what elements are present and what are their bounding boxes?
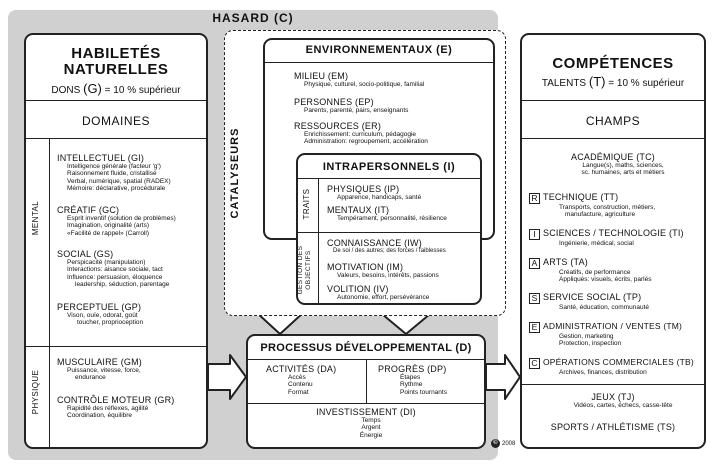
intra-item-volition: VOLITION (IV) Autonomie, effort, persévé… (327, 284, 430, 301)
processus-activites: ACTIVITÉS (DA) Accès Contenu Format (266, 364, 337, 396)
champ-academique: ACADÉMIQUE (TC) Langue(s), maths, scienc… (571, 152, 665, 177)
intra-title: INTRAPERSONNELS (I) (322, 161, 456, 173)
dons-section: DOMAINES (81, 114, 150, 128)
gestion-objectifs-label: GESTION DES OBJECTIFS (297, 245, 312, 295)
intra-item-physiques: PHYSIQUES (IP) Apparence, handicaps, san… (327, 184, 422, 201)
env-item-ressources: RESSOURCES (ER) Enrichissement: curricul… (294, 121, 428, 146)
hasard-title: HASARD (C) (212, 11, 294, 25)
riasec-letter-r: R (529, 193, 540, 204)
arrow-processus-to-competences (485, 354, 521, 400)
processus-column-line (366, 359, 367, 403)
competences-box (520, 33, 706, 449)
arrow-dons-to-processus (207, 354, 247, 400)
competences-subtitle: TALENTS (T) = 10 % supérieur (520, 74, 706, 89)
competences-title: COMPÉTENCES (552, 55, 674, 72)
riasec-letter-c: C (529, 358, 540, 369)
processus-investissement: INVESTISSEMENT (DI) Temps Argent Énergie (316, 407, 416, 439)
env-divider (263, 62, 495, 63)
competences-divider-mid (520, 138, 706, 139)
dons-item-musculaire: MUSCULAIRE (GM) Puissance, vitesse, forc… (57, 357, 143, 382)
processus-progres: PROGRÈS (DP) Étapes Rythme Points tourna… (378, 364, 447, 396)
dons-box (24, 33, 208, 449)
riasec-letter-s: S (529, 293, 540, 304)
dons-item-social: SOCIAL (GS) Perspicacité (manipulation) … (57, 249, 170, 289)
dons-title: HABILETÉS NATURELLES (24, 46, 208, 78)
intra-divider-top (296, 178, 482, 179)
competences-subtitle-letter: (T) (588, 74, 606, 89)
dons-divider-mid (24, 138, 208, 139)
copyright-year: 2008 (502, 440, 516, 447)
competences-subtitle-suffix: = 10 % supérieur (608, 78, 685, 89)
intra-item-motivation: MOTIVATION (IM) Valeurs, besoins, intérê… (327, 262, 439, 279)
processus-divider-bottom (246, 403, 486, 404)
riasec-letter-a: A (529, 258, 540, 269)
mental-label: MENTAL (31, 200, 40, 236)
dons-subtitle-suffix: = 10 % supérieur (104, 85, 181, 96)
processus-title: PROCESSUS DÉVELOPPEMENTAL (D) (260, 342, 472, 354)
champ-sports: SPORTS / ATHLÉTISME (TS) (550, 422, 676, 432)
env-title: ENVIRONNEMENTAUX (E) (305, 44, 453, 56)
dons-title-line1: HABILETÉS (71, 45, 161, 62)
competences-divider-bottom (520, 384, 706, 385)
dons-title-line2: NATURELLES (63, 61, 169, 78)
dons-item-perceptuel: PERCEPTUEL (GP) Vison, ouïe, odorat, goû… (57, 302, 144, 327)
intra-sidebar-line (318, 178, 319, 305)
dons-subtitle-prefix: DONS (51, 85, 81, 96)
dons-item-intellectuel: INTELLECTUEL (GI) Intelligence générale … (57, 153, 171, 193)
dons-subtitle: DONS (G) = 10 % supérieur (24, 81, 208, 96)
intra-box (296, 153, 482, 305)
dons-divider-top (24, 100, 208, 101)
env-item-milieu: MILIEU (EM) Physique, culturel, socio-po… (294, 71, 425, 88)
dons-sidebar-line (49, 138, 50, 449)
dons-subtitle-letter: (G) (83, 81, 102, 96)
dons-item-creatif: CRÉATIF (GC) Esprit inventif (solution d… (57, 205, 176, 237)
intra-item-mentaux: MENTAUX (IT) Tempérament, personnalité, … (327, 205, 447, 222)
dons-item-controle-moteur: CONTRÔLE MOTEUR (GR) Rapidité des réflex… (57, 395, 175, 420)
dons-divider-physique (24, 346, 208, 347)
competences-subtitle-prefix: TALENTS (541, 78, 587, 89)
copyright-mark: © 2008 (491, 439, 515, 448)
champ-jeux: JEUX (TJ) Vidéos, cartes, échecs, casse-… (573, 392, 673, 409)
physique-label: PHYSIQUE (31, 369, 40, 415)
copyright-icon: © (491, 439, 500, 448)
traits-label: TRAITS (302, 188, 311, 220)
competences-section: CHAMPS (585, 114, 641, 128)
riasec-letter-i: I (529, 229, 540, 240)
riasec-letter-e: E (529, 322, 540, 333)
intra-item-connaissance: CONNAISSANCE (IW) De soi / des autres; d… (327, 238, 446, 254)
intra-divider-mid (296, 232, 482, 233)
env-item-personnes: PERSONNES (EP) Parents, parenté, pairs, … (294, 97, 409, 114)
catalyseurs-label: CATALYSEURS (229, 127, 241, 219)
competences-divider-top (520, 100, 706, 101)
